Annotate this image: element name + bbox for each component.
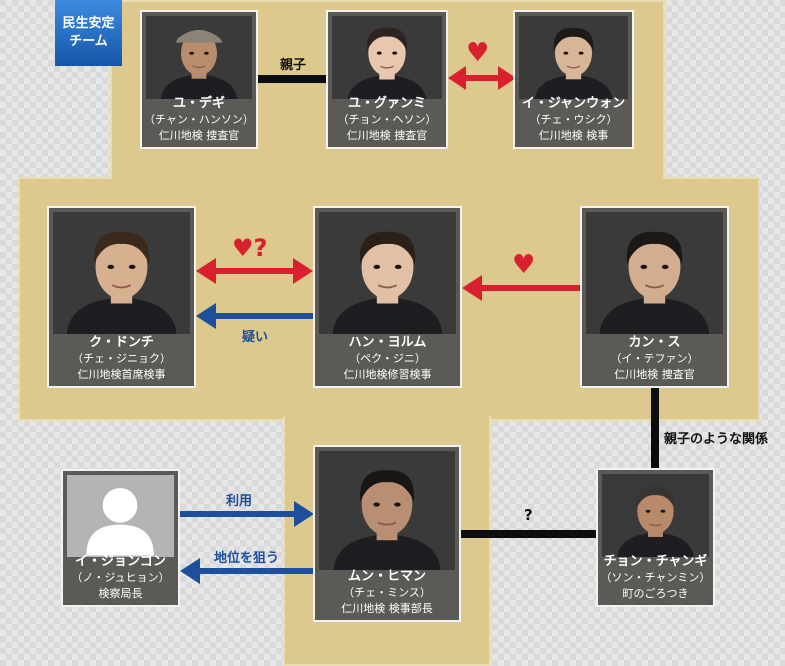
panel-seam-1 <box>112 172 663 186</box>
line-moon-jeong <box>460 530 598 538</box>
card-actor: （イ・テファン） <box>610 352 699 365</box>
panel-seam-2 <box>285 412 489 424</box>
card-name: ユ・グァンミ <box>347 96 426 111</box>
card-role: 仁川地検 捜査官 <box>346 129 428 142</box>
arrow-aim-position <box>180 558 313 584</box>
portrait-drawing <box>146 16 252 99</box>
label-parent-child: 親子 <box>280 58 307 73</box>
card-name: カン・ス <box>628 335 681 350</box>
card-name: ユ・デギ <box>172 96 225 111</box>
card-ku-dongchi: ク・ドンチ （チェ・ジニョク） 仁川地検首席検事 <box>47 206 196 388</box>
card-actor: （チェ・ウシク） <box>529 113 618 126</box>
card-role: 仁川地検首席検事 <box>77 368 166 381</box>
arrow-use <box>180 501 314 527</box>
portrait-ku-dongchi <box>53 212 190 334</box>
card-moon-heeman: ムン・ヒマン （チェ・ミンス） 仁川地検 検事部長 <box>313 445 461 622</box>
card-name: ムン・ヒマン <box>347 569 426 584</box>
card-jeong-changgi: チョン・チャンギ （ソン・チャンミン） 町のごろつき <box>596 468 715 607</box>
heart-dongchi-yeoreum: ♥? <box>232 234 268 262</box>
arrow-gwangmi-jangwon <box>448 66 516 90</box>
label-aim-position: 地位を狙う <box>214 551 280 566</box>
label-use: 利用 <box>226 494 253 509</box>
portrait-drawing <box>319 212 456 334</box>
card-kang-su: カン・ス （イ・テファン） 仁川地検 捜査官 <box>580 206 729 388</box>
portrait-han-yeoreum <box>319 212 456 334</box>
card-name: イ・ジョンゴン <box>74 554 166 569</box>
portrait-kang-su <box>586 212 723 334</box>
arrow-dongchi-yeoreum <box>196 258 313 284</box>
portrait-jeong-changgi <box>602 474 709 557</box>
card-role: 町のごろつき <box>622 587 689 600</box>
portrait-drawing <box>586 212 723 334</box>
team-badge-line2: チーム <box>69 34 108 49</box>
arrow-doubt <box>196 303 313 329</box>
portrait-lee-jangwon <box>519 16 628 99</box>
card-yu-gwangmi: ユ・グァンミ （チョン・ヘソン） 仁川地検 捜査官 <box>326 10 448 149</box>
portrait-drawing <box>319 451 455 570</box>
card-name: ク・ドンチ <box>89 335 154 350</box>
label-doubt: 疑い <box>242 330 269 345</box>
card-actor: （チャン・ハンソン） <box>144 113 254 126</box>
card-actor: （チェ・ミンス） <box>343 586 431 599</box>
label-unknown: ? <box>524 506 533 524</box>
label-like-parent-child: 親子のような関係 <box>664 432 769 447</box>
team-badge-line1: 民生安定 <box>62 16 115 31</box>
card-name: イ・ジャンウォン <box>521 96 626 111</box>
card-actor: （チェ・ジニョク） <box>72 352 171 365</box>
heart-gwangmi-jangwon: ♥ <box>466 38 490 68</box>
card-role: 仁川地検修習検事 <box>343 368 432 381</box>
portrait-placeholder <box>67 475 174 557</box>
card-han-yeoreum: ハン・ヨルム （ペク・ジニ） 仁川地検修習検事 <box>313 206 462 388</box>
portrait-yu-deki <box>146 16 252 99</box>
portrait-moon-heeman <box>319 451 455 570</box>
card-yu-deki: ユ・デギ （チャン・ハンソン） 仁川地検 捜査官 <box>140 10 258 149</box>
card-lee-jangwon: イ・ジャンウォン （チェ・ウシク） 仁川地検 検事 <box>513 10 634 149</box>
portrait-drawing <box>332 16 442 99</box>
card-name: ハン・ヨルム <box>348 335 427 350</box>
portrait-drawing <box>602 474 709 557</box>
portrait-drawing <box>53 212 190 334</box>
card-role: 仁川地検 検事 <box>538 129 609 142</box>
card-role: 仁川地検 検事部長 <box>341 602 433 615</box>
card-actor: （ノ・ジュヒョン） <box>71 571 170 584</box>
heart-kangsu-yeoreum: ♥ <box>512 250 536 280</box>
portrait-drawing <box>519 16 628 99</box>
card-name: チョン・チャンギ <box>603 554 708 569</box>
card-role: 検察局長 <box>98 587 143 600</box>
person-silhouette-icon <box>67 476 174 556</box>
line-parent-child <box>258 75 328 83</box>
portrait-yu-gwangmi <box>332 16 442 99</box>
card-role: 仁川地検 捜査官 <box>158 129 240 142</box>
card-role: 仁川地検 捜査官 <box>614 368 695 381</box>
arrow-kangsu-yeoreum <box>462 275 580 301</box>
card-actor: （ソン・チャンミン） <box>600 571 711 584</box>
team-badge: 民生安定 チーム <box>55 0 122 66</box>
line-kangsu-jeong <box>651 384 659 470</box>
card-actor: （チョン・ヘソン） <box>337 113 437 126</box>
card-actor: （ペク・ジニ） <box>349 352 426 365</box>
card-lee-jeonggon: イ・ジョンゴン （ノ・ジュヒョン） 検察局長 <box>61 469 180 607</box>
